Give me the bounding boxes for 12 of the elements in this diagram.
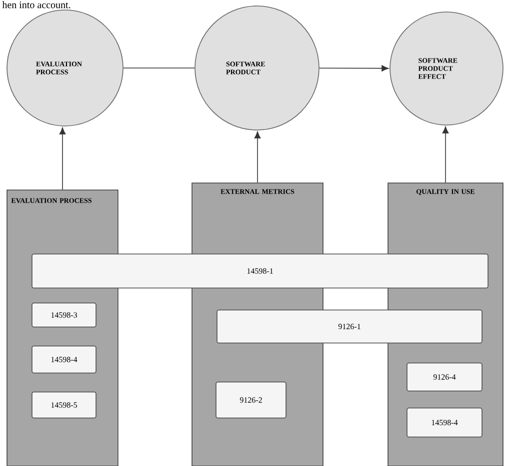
standard-box: 14598-3: [32, 302, 96, 328]
standard-bar: 9126-1: [216, 310, 482, 344]
standard-bar: 14598-1: [32, 254, 488, 288]
standard-box: 9126-2: [216, 382, 286, 418]
arrow: [319, 65, 389, 72]
arrow: [442, 126, 449, 183]
standard-box: 14598-4: [32, 346, 96, 374]
standard-box: 14598-5: [32, 392, 96, 418]
standard-box: 9126-4: [406, 362, 482, 392]
arrow: [59, 127, 66, 190]
standard-box: 14598-4: [406, 408, 482, 438]
arrow: [254, 131, 261, 183]
